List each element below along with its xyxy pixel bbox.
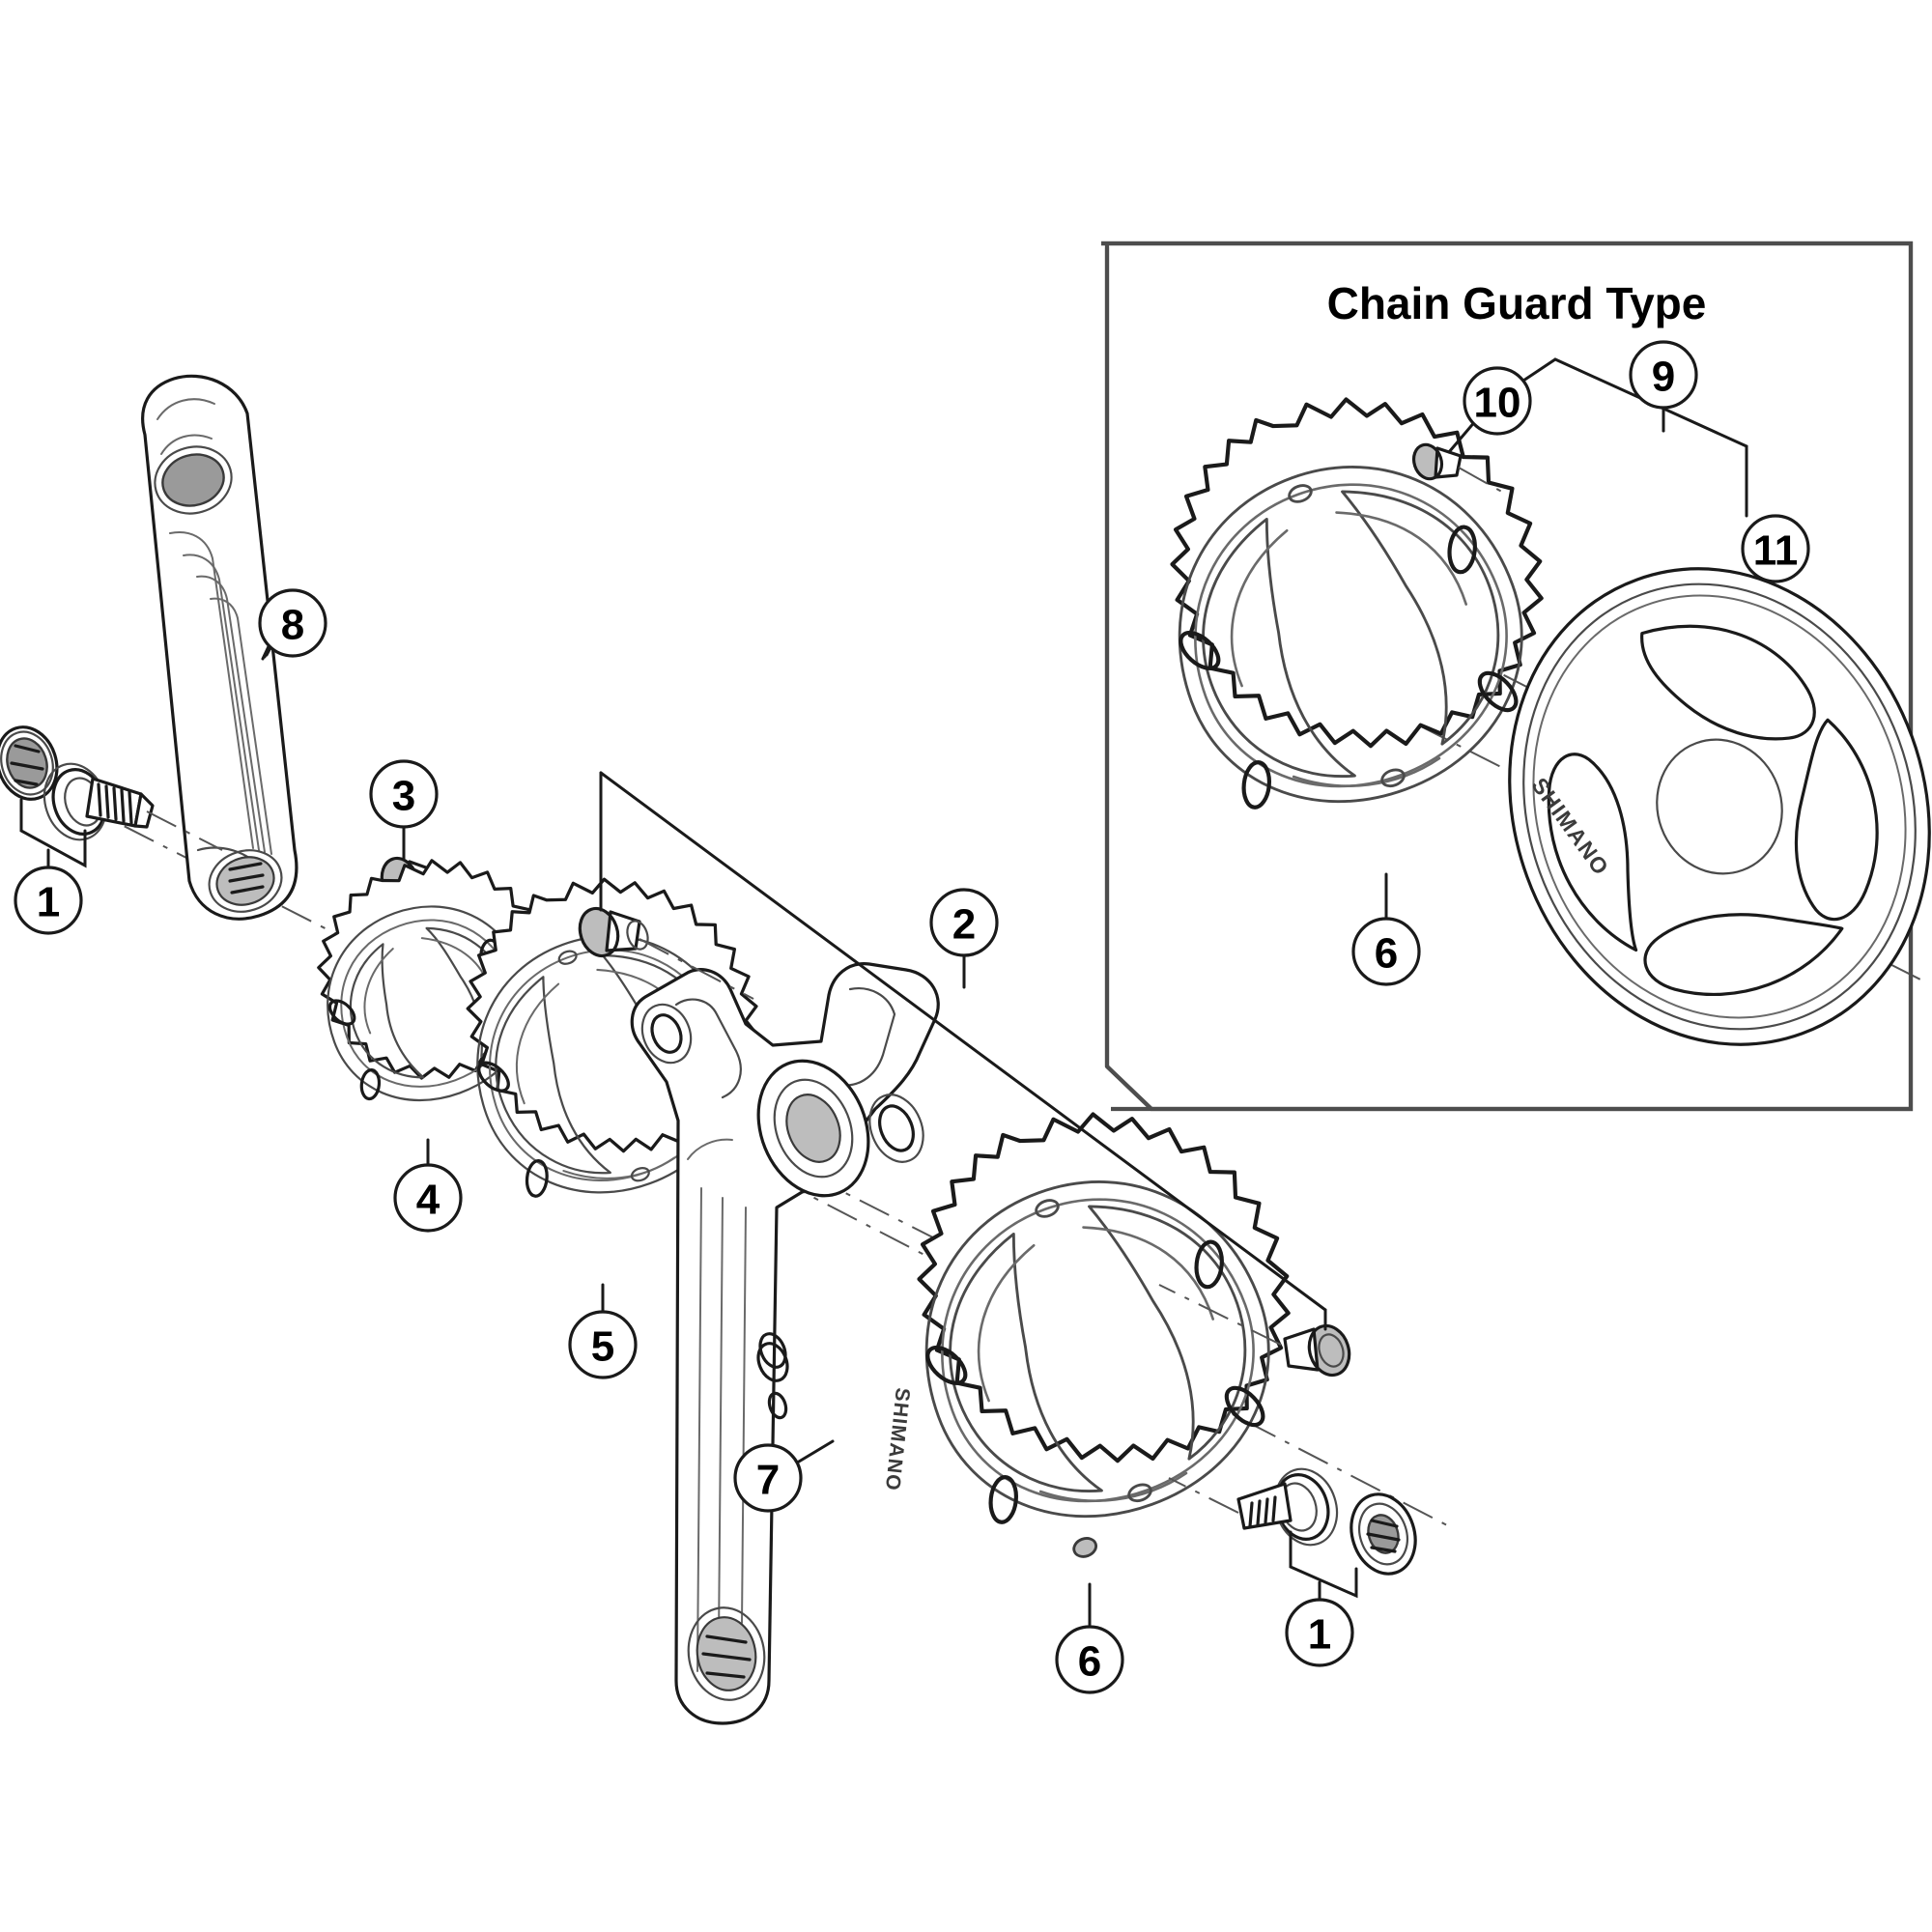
- callout-6-7[interactable]: 6: [1055, 1625, 1124, 1694]
- callout-balloons: 1 8 3 4 5 2 7 6 1 10 9 11 6: [14, 340, 1810, 1694]
- callout-3-2[interactable]: 3: [369, 759, 439, 829]
- callout-label: 10: [1474, 380, 1521, 427]
- callout-circle: [929, 888, 999, 957]
- callout-8-1[interactable]: 8: [258, 588, 327, 658]
- callout-label: 7: [756, 1457, 780, 1504]
- callout-circle: [393, 1163, 463, 1233]
- callout-label: 8: [281, 602, 304, 649]
- leader-7: [792, 1439, 835, 1466]
- crank-brand-text: SHIMANO: [881, 1386, 914, 1492]
- left-crank-arm: [141, 374, 298, 921]
- callout-circle: [1463, 366, 1532, 436]
- outer-chainring-inset: [1170, 397, 1544, 810]
- callout-10-9[interactable]: 10: [1463, 366, 1532, 436]
- callout-circle: [733, 1443, 803, 1513]
- callout-label: 6: [1078, 1638, 1101, 1686]
- callout-11-11[interactable]: 11: [1741, 514, 1810, 583]
- leader-10: [1447, 418, 1478, 454]
- crank-fixing-bolt-left: [43, 762, 223, 851]
- callout-circle: [1285, 1598, 1354, 1667]
- inset-box-title: Chain Guard Type: [1327, 278, 1707, 328]
- outer-chainring-main: [917, 1112, 1291, 1558]
- callout-label: 1: [1308, 1611, 1331, 1659]
- callout-circle: [1055, 1625, 1124, 1694]
- callout-1-8[interactable]: 1: [1285, 1598, 1354, 1667]
- callout-label: 2: [952, 901, 976, 949]
- callout-5-4[interactable]: 5: [568, 1310, 638, 1379]
- callout-label: 1: [37, 879, 60, 926]
- callout-circle: [14, 866, 83, 935]
- chain-guard-fixing-bolt: [1411, 442, 1508, 496]
- chain-guard-ring: SHIMANO: [1508, 567, 1931, 1046]
- callout-label: 3: [392, 773, 415, 820]
- callout-circle: [258, 588, 327, 658]
- callout-4-3[interactable]: 4: [393, 1163, 463, 1233]
- leader-2-bracket: [599, 771, 1327, 1331]
- callout-label: 9: [1652, 354, 1675, 401]
- callout-label: 5: [591, 1323, 614, 1371]
- callout-circle: [1741, 514, 1810, 583]
- callout-label: 4: [416, 1177, 440, 1224]
- chain-guard-inset-box: [1101, 241, 1914, 1112]
- callout-6-12[interactable]: 6: [1351, 917, 1421, 986]
- crank-fixing-bolt-right: [1168, 1467, 1339, 1547]
- chainring-bolt-lower: [1158, 1284, 1351, 1378]
- callout-1-0[interactable]: 1: [14, 866, 83, 935]
- callout-label: 11: [1753, 527, 1799, 575]
- callout-label: 6: [1375, 930, 1398, 978]
- callout-circle: [1351, 917, 1421, 986]
- callout-circle: [369, 759, 439, 829]
- leader-1-left: [19, 798, 87, 869]
- callout-2-5[interactable]: 2: [929, 888, 999, 957]
- callout-circle: [1629, 340, 1698, 410]
- crank-cap-right: [1350, 1492, 1417, 1576]
- callout-9-10[interactable]: 9: [1629, 340, 1698, 410]
- callout-7-6[interactable]: 7: [733, 1443, 803, 1513]
- right-crank-arm: SHIMANO: [630, 962, 940, 1725]
- chainring-bolt-upper: [578, 906, 754, 1000]
- leader-1-right: [1289, 1530, 1358, 1602]
- crank-cap-left: [0, 725, 59, 801]
- callout-circle: [568, 1310, 638, 1379]
